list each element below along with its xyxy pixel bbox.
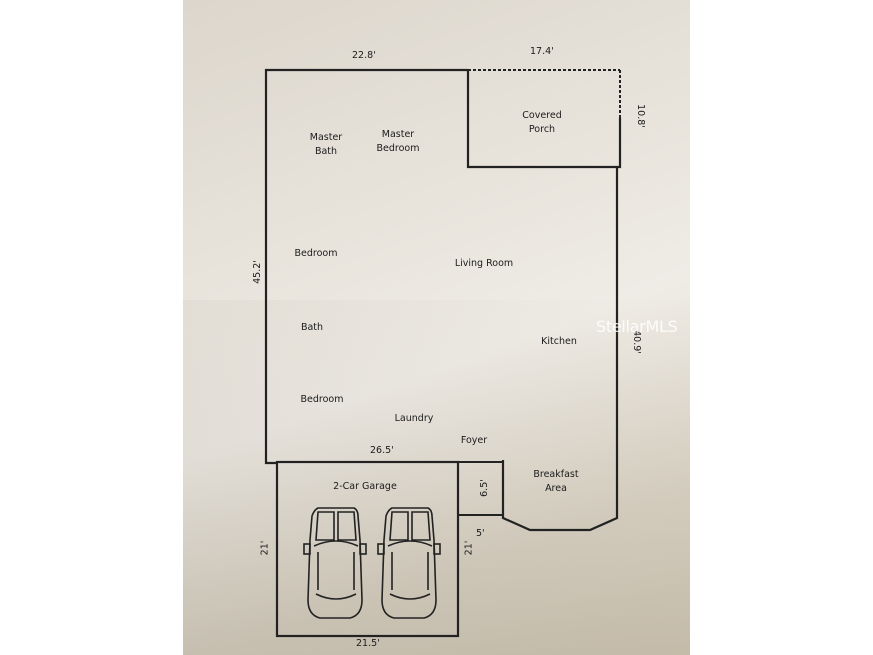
room-label-foyer: Foyer (460, 435, 488, 446)
room-label-garage: 2-Car Garage (333, 481, 397, 492)
dimension-foyer-notch: 6.5' (478, 479, 490, 497)
room-label-kitchen: Kitchen (541, 336, 577, 347)
room-label-living-room: Living Room (454, 258, 514, 269)
car-right (377, 507, 441, 619)
room-label-laundry: Laundry (394, 413, 434, 424)
dimension-left-side: 45.2' (251, 260, 263, 284)
car-left (303, 507, 367, 619)
house-outer-wall (264, 68, 468, 465)
room-label-master-bath: Master Bath (309, 132, 343, 157)
dimension-notch-width: 5' (476, 528, 485, 539)
dimension-garage-top: 26.5' (370, 445, 394, 456)
dimension-porch-side: 10.8' (634, 104, 646, 128)
paper-sheet (183, 0, 690, 655)
dimension-garage-left: 21' (259, 540, 271, 556)
dimension-top-left: 22.8' (352, 50, 376, 61)
watermark: StellarMLS (596, 317, 678, 336)
room-label-breakfast-area: Breakfast Area (533, 469, 579, 494)
dimension-garage-right: 21' (463, 540, 475, 556)
room-label-bedroom-lower: Bedroom (300, 394, 344, 405)
dimension-top-right: 17.4' (530, 46, 554, 57)
dimension-garage-bottom: 21.5' (356, 638, 380, 649)
room-label-bedroom-upper: Bedroom (294, 248, 338, 259)
foyer-notch (457, 461, 504, 516)
room-label-covered-porch: Covered Porch (522, 110, 562, 135)
room-label-bath: Bath (300, 322, 324, 333)
room-label-master-bedroom: Master Bedroom (376, 129, 420, 154)
